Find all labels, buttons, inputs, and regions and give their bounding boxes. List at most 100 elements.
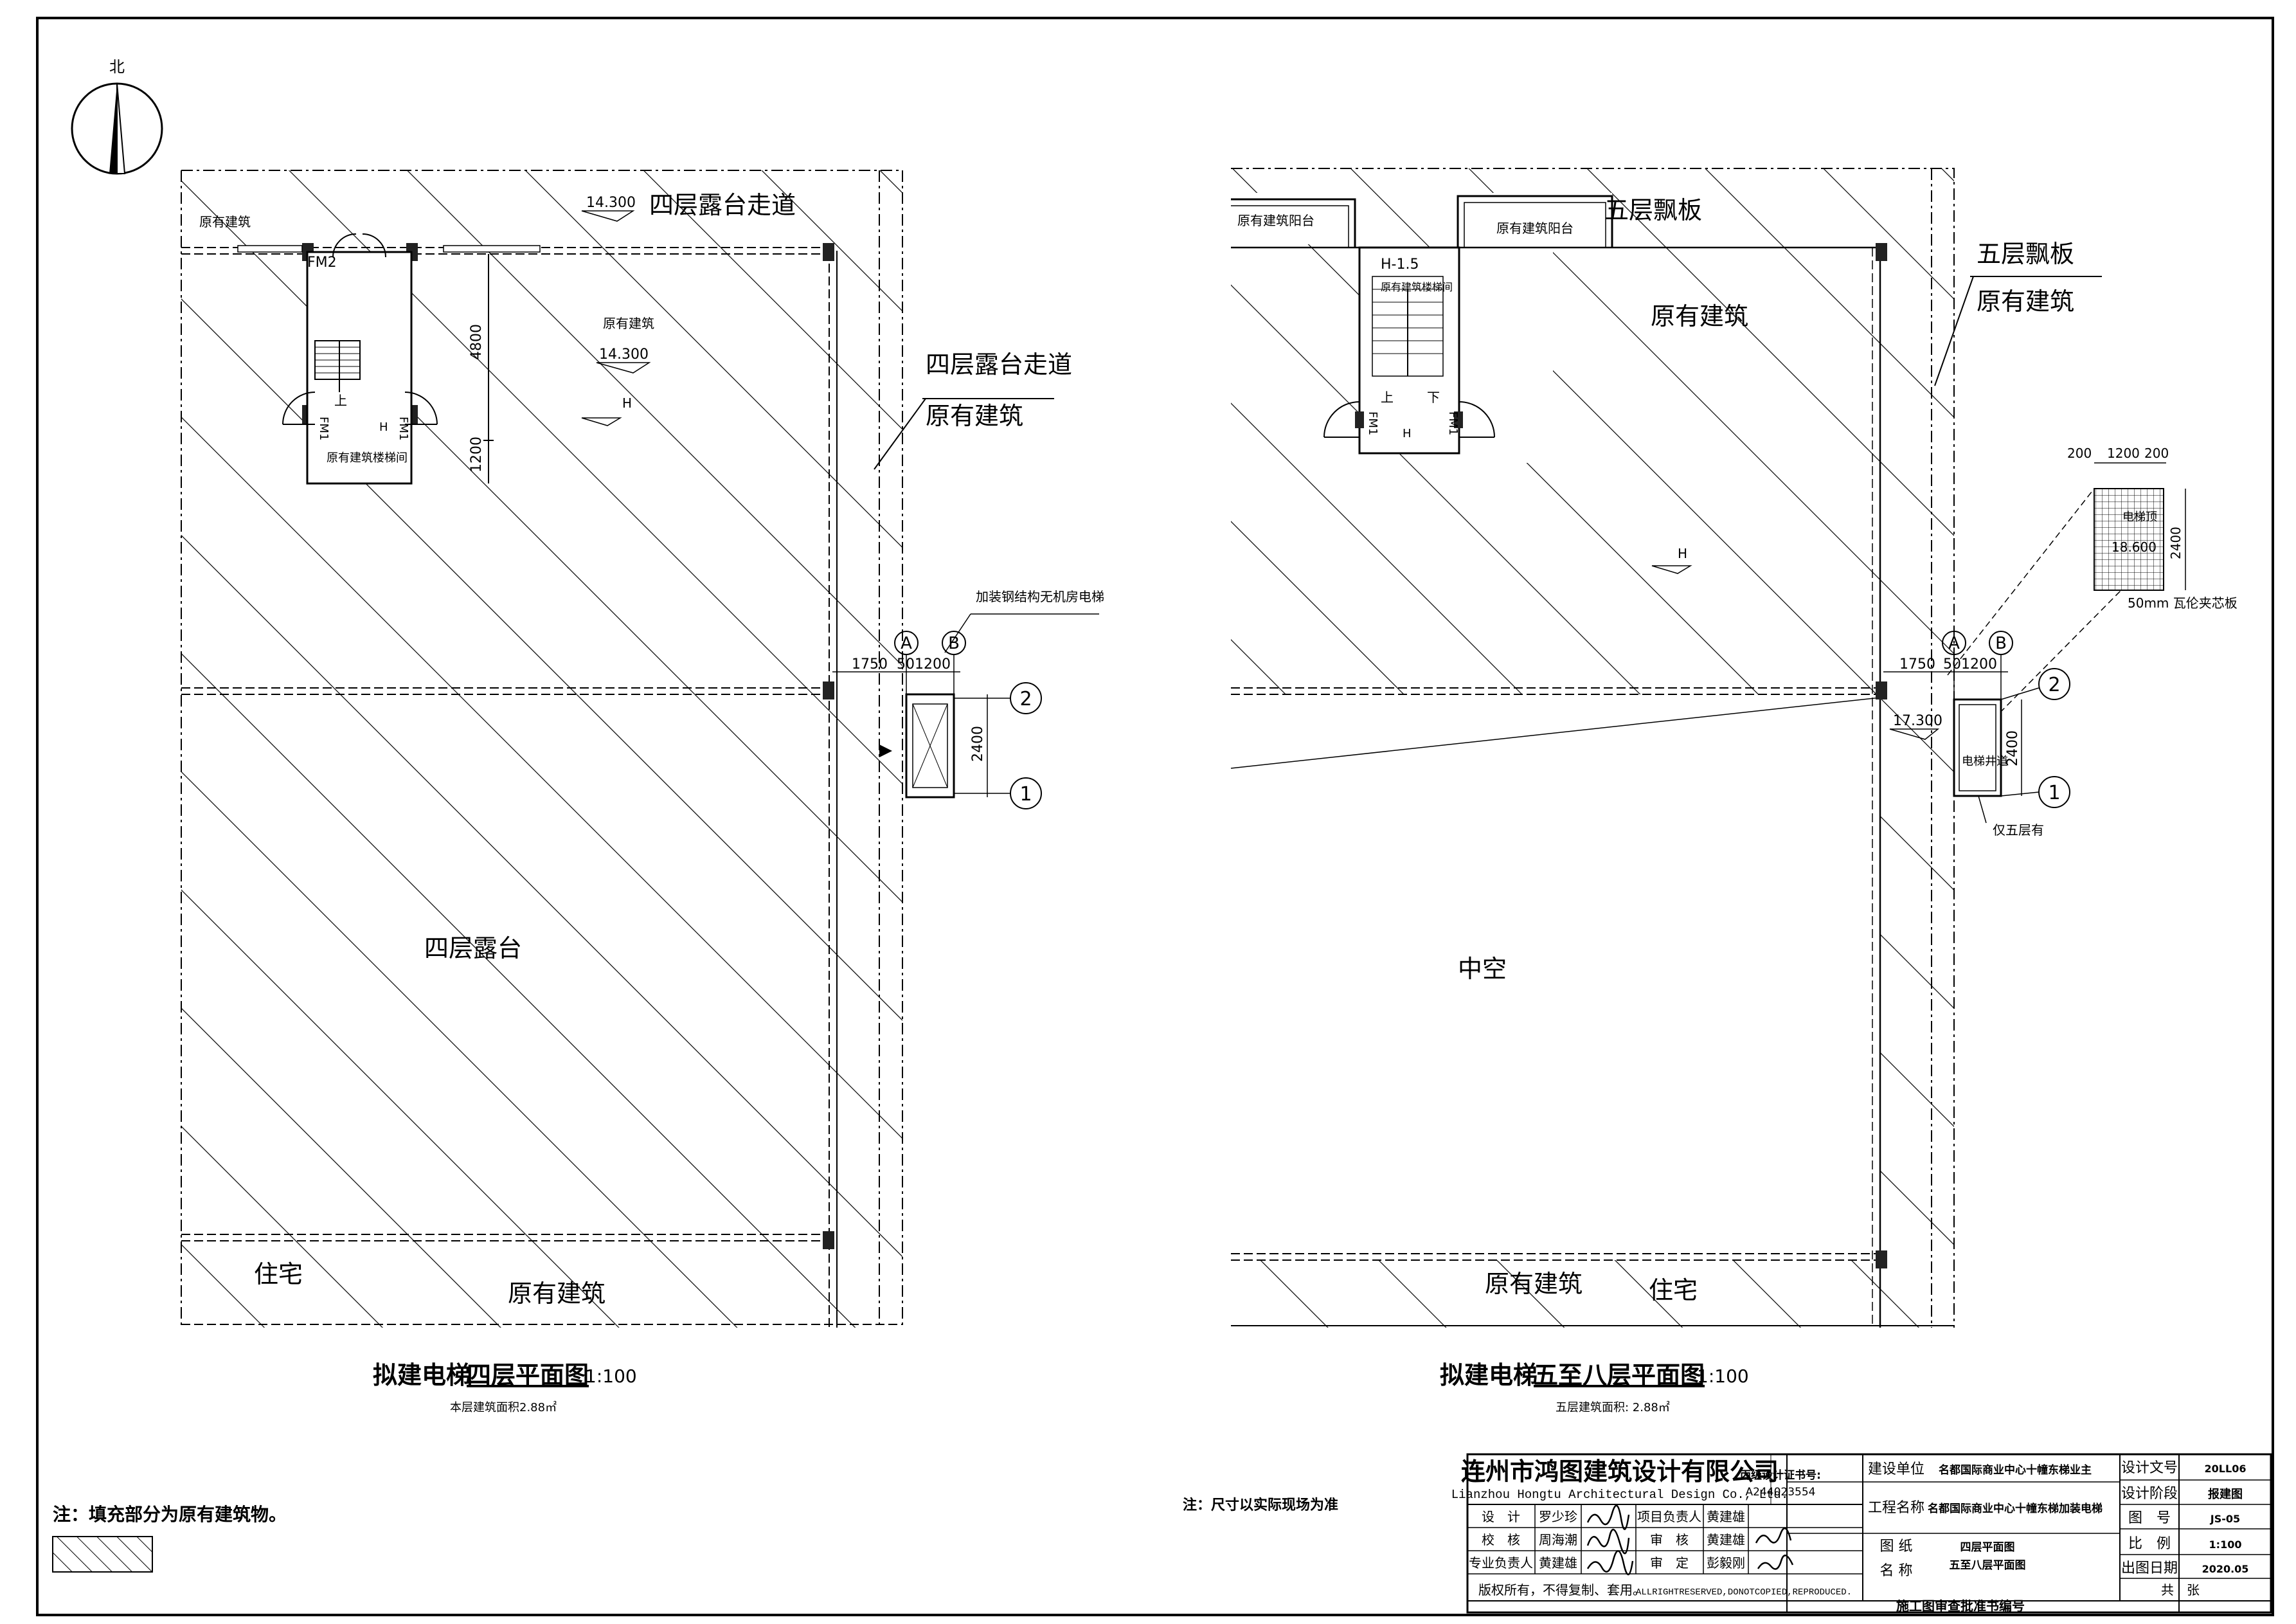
left-area-note: 本层建筑面积2.88㎡ bbox=[450, 1400, 557, 1414]
right-fm1-left: FM1 bbox=[1366, 411, 1379, 435]
role-1-name: 罗少珍 bbox=[1539, 1509, 1577, 1524]
role-3-b: 审 定 bbox=[1650, 1555, 1689, 1571]
sheet-no: JS-05 bbox=[2210, 1513, 2240, 1525]
left-grid-b: B bbox=[948, 634, 960, 653]
client-value: 名都国际商业中心十幢东梯业主 bbox=[1939, 1463, 2092, 1477]
stage-label: 设计阶段 bbox=[2121, 1486, 2178, 1502]
right-dim-200-a: 200 bbox=[2067, 446, 2092, 461]
company-cn: 连州市鸿图建筑设计有限公司 bbox=[1461, 1457, 1779, 1486]
sheet-label: 图 号 bbox=[2128, 1510, 2171, 1526]
right-up: 上 bbox=[1381, 390, 1394, 405]
project-label: 工程名称 bbox=[1868, 1500, 1924, 1516]
right-title-prefix: 拟建电梯 bbox=[1440, 1361, 1538, 1389]
right-dim-200-b: 200 bbox=[2144, 446, 2169, 461]
north-arrow: 北 bbox=[71, 58, 163, 175]
left-title-prefix: 拟建电梯 bbox=[373, 1361, 471, 1389]
role-2-b-name: 黄建雄 bbox=[1707, 1532, 1745, 1547]
left-existing-tl: 原有建筑 bbox=[199, 214, 251, 230]
right-elevator-roof bbox=[2094, 488, 2164, 591]
left-dim-1750: 1750 bbox=[852, 656, 888, 672]
left-terrace: 四层露台 bbox=[424, 934, 522, 962]
date-value: 2020.05 bbox=[2202, 1563, 2249, 1575]
project-value: 名都国际商业中心十幢东梯加装电梯 bbox=[1928, 1502, 2103, 1515]
left-hatch-area bbox=[181, 170, 902, 1328]
left-callout-existing: 原有建筑 bbox=[926, 402, 1023, 430]
right-grid-1: 1 bbox=[2048, 782, 2060, 804]
role-1-b: 项目负责人 bbox=[1637, 1509, 1701, 1524]
right-grid-a: A bbox=[1948, 634, 1960, 653]
right-elevator-shaft bbox=[1953, 698, 2002, 797]
right-balcony-left-label: 原有建筑阳台 bbox=[1237, 213, 1314, 228]
note-left: 注：填充部分为原有建筑物。 bbox=[53, 1504, 287, 1525]
right-title-scale: 1:100 bbox=[1697, 1366, 1749, 1387]
right-h-minus: H-1.5 bbox=[1381, 257, 1419, 273]
left-title-scale: 1:100 bbox=[585, 1366, 637, 1387]
left-stair-steps bbox=[314, 340, 361, 392]
role-1-b-name: 黄建雄 bbox=[1707, 1509, 1745, 1524]
scale-label: 比 例 bbox=[2128, 1536, 2171, 1552]
design-no: 20LL06 bbox=[2205, 1463, 2247, 1475]
role-2-b: 审 核 bbox=[1650, 1532, 1689, 1547]
left-dim-501200: 501200 bbox=[897, 656, 951, 672]
left-elev-14300-b: 14.300 bbox=[599, 347, 649, 363]
right-down: 下 bbox=[1427, 390, 1440, 405]
note-middle: 注：尺寸以实际现场为准 bbox=[1183, 1497, 1338, 1513]
left-residence: 住宅 bbox=[254, 1260, 303, 1288]
right-h-mark: H bbox=[1678, 546, 1687, 561]
left-up: 上 bbox=[334, 393, 347, 408]
left-existing-mid: 原有建筑 bbox=[603, 316, 654, 331]
drawing-value-2: 五至八层平面图 bbox=[1950, 1559, 2026, 1572]
total-sheets: 共 张 bbox=[2161, 1582, 2200, 1598]
right-canopy-top: 五层飘板 bbox=[1604, 196, 1702, 224]
right-dim-1200: 1200 bbox=[2107, 446, 2140, 461]
right-shaft-label: 电梯井道 bbox=[1962, 755, 2008, 768]
left-grid-2: 2 bbox=[1019, 688, 1032, 710]
right-balcony-left bbox=[1231, 198, 1356, 248]
right-elev-17300: 17.300 bbox=[1893, 713, 1942, 729]
drawing-label-1: 图 纸 bbox=[1880, 1538, 1913, 1555]
right-callout-canopy: 五层飘板 bbox=[1977, 240, 2074, 268]
legend-hatch-swatch bbox=[52, 1536, 153, 1573]
cert-label: 丙级设计证书号: bbox=[1740, 1468, 1821, 1482]
copyright-cn: 版权所有，不得复制、套用。 bbox=[1478, 1582, 1646, 1598]
design-no-label: 设计文号 bbox=[2121, 1460, 2178, 1476]
right-dim-1750: 1750 bbox=[1899, 656, 1935, 672]
left-dim-1200-v: 1200 bbox=[469, 437, 485, 473]
stage: 报建图 bbox=[2208, 1487, 2243, 1501]
right-dim-2400: 2400 bbox=[2005, 730, 2021, 766]
right-hatch-bottom bbox=[1231, 1260, 1880, 1328]
north-label: 北 bbox=[109, 58, 125, 76]
left-title-main: 四层平面图 bbox=[467, 1361, 589, 1389]
role-1: 设 计 bbox=[1482, 1509, 1520, 1524]
cert-no: A244023554 bbox=[1746, 1486, 1816, 1499]
left-grid-a: A bbox=[901, 634, 912, 653]
client-label: 建设单位 bbox=[1868, 1461, 1924, 1477]
right-existing-main: 原有建筑 bbox=[1651, 302, 1748, 330]
right-title-main: 五至八层平面图 bbox=[1534, 1361, 1705, 1389]
left-h-small: H bbox=[379, 420, 388, 434]
left-existing-bottom: 原有建筑 bbox=[508, 1279, 605, 1308]
right-hatch-right-strip bbox=[1880, 694, 1954, 1328]
role-3-name: 黄建雄 bbox=[1539, 1555, 1577, 1571]
role-2: 校 核 bbox=[1482, 1532, 1520, 1547]
left-dim-4800: 4800 bbox=[469, 324, 485, 360]
left-elevator-note: 加装钢结构无机房电梯 bbox=[976, 589, 1104, 604]
sheet-border bbox=[36, 17, 2274, 1616]
right-balcony-mid bbox=[1457, 195, 1613, 248]
right-stair-room-label: 原有建筑楼梯间 bbox=[1381, 281, 1453, 293]
right-only-fifth: 仅五层有 bbox=[1993, 822, 2044, 838]
title-block: 连州市鸿图建筑设计有限公司 Lianzhou Hongtu Architectu… bbox=[1451, 1453, 2272, 1614]
right-callout-existing: 原有建筑 bbox=[1977, 287, 2074, 316]
right-h-small: H bbox=[1403, 427, 1412, 440]
right-existing-bottom: 原有建筑 bbox=[1485, 1270, 1583, 1298]
role-3: 专业负责人 bbox=[1469, 1555, 1533, 1571]
drawing-label-2: 名 称 bbox=[1880, 1563, 1913, 1579]
right-stair-room bbox=[1358, 246, 1460, 455]
right-balcony-mid-label: 原有建筑阳台 bbox=[1496, 221, 1574, 236]
left-fm2: FM2 bbox=[307, 255, 337, 271]
right-detail-note: 50mm 瓦伦夹芯板 bbox=[2128, 595, 2238, 611]
right-elev-18600: 18.600 bbox=[2112, 539, 2157, 555]
company-en: Lianzhou Hongtu Architectural Design Co.… bbox=[1451, 1488, 1789, 1502]
date-label: 出图日期 bbox=[2121, 1560, 2178, 1576]
left-fm1-right: FM1 bbox=[397, 417, 410, 440]
